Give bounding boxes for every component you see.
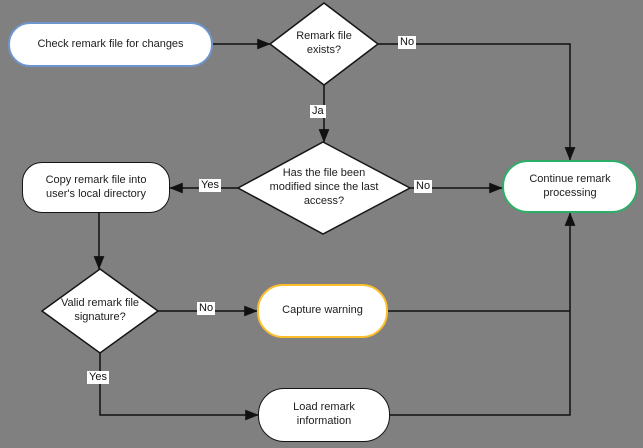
node-capture-warning-label: Capture warning xyxy=(282,304,363,317)
node-capture-warning: Capture warning xyxy=(257,284,388,338)
edge-signature-yes-to-load xyxy=(99,353,259,421)
decision-remark-exists xyxy=(268,2,380,86)
decision-modified-since xyxy=(236,141,412,235)
edge-label-exists-ja: Ja xyxy=(310,105,326,118)
node-check-remark-file: Check remark file for changes xyxy=(8,22,213,67)
edge-label-exists-no: No xyxy=(398,36,417,49)
edge-label-modified-no: No xyxy=(414,180,433,193)
edge-load-to-continue xyxy=(390,212,576,416)
node-copy-remark-file: Copy remark file into user's local direc… xyxy=(22,162,170,213)
decision-valid-signature xyxy=(40,268,160,354)
edge-label-signature-yes: Yes xyxy=(87,371,109,384)
node-check-remark-file-label: Check remark file for changes xyxy=(37,37,184,50)
edge-label-signature-no: No xyxy=(197,302,216,315)
node-continue-remark-processing-label: Continue remark processing xyxy=(529,172,611,199)
edge-exists-no-to-continue xyxy=(378,43,576,161)
node-load-remark-information: Load remark information xyxy=(258,388,390,442)
node-continue-remark-processing: Continue remark processing xyxy=(502,160,638,213)
node-copy-remark-file-label: Copy remark file into user's local direc… xyxy=(45,173,147,200)
edge-label-modified-yes: Yes xyxy=(199,179,221,192)
node-load-remark-information-label: Load remark information xyxy=(293,401,355,427)
